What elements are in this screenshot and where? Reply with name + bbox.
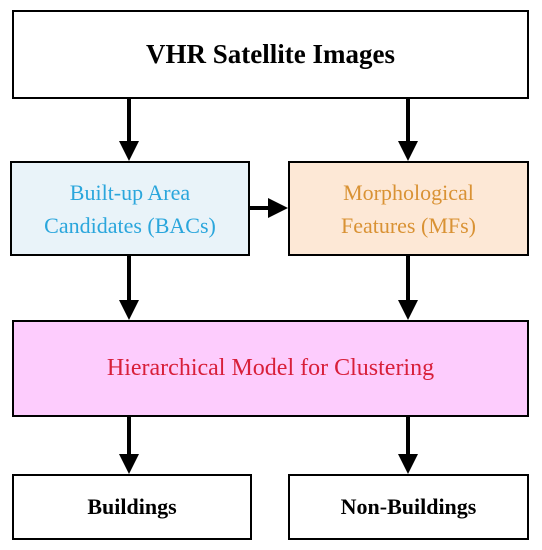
mf-label-line1: Morphological <box>343 179 474 205</box>
hierarchical-model-label: Hierarchical Model for Clustering <box>106 355 435 381</box>
vhr-satellite-images-label: VHR Satellite Images <box>146 39 395 69</box>
morphological-features-box: Morphological Features (MFs) <box>288 161 529 256</box>
hierarchical-model-box: Hierarchical Model for Clustering <box>12 320 529 417</box>
buildings-box: Buildings <box>12 474 252 540</box>
vhr-satellite-images-box: VHR Satellite Images <box>12 10 529 99</box>
non-buildings-box: Non-Buildings <box>288 474 529 540</box>
bac-label-line1: Built-up Area <box>69 179 191 205</box>
bac-label-line2: Candidates (BACs) <box>44 212 216 238</box>
buildings-label: Buildings <box>87 494 177 519</box>
non-buildings-label: Non-Buildings <box>340 494 477 519</box>
mf-label-line2: Features (MFs) <box>340 212 477 238</box>
built-up-area-candidates-box: Built-up Area Candidates (BACs) <box>10 161 250 256</box>
